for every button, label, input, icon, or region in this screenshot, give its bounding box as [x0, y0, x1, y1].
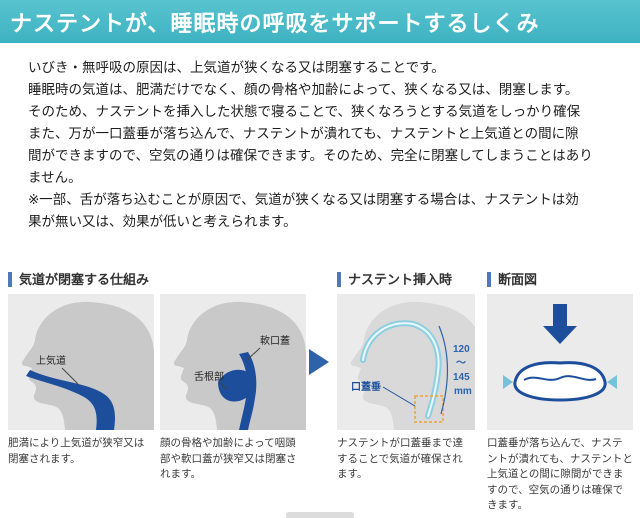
- length-bracket: [438, 325, 449, 415]
- air-gap-chevron-right-icon: [607, 375, 617, 389]
- soft-palate-label: 軟口蓋: [260, 334, 290, 347]
- nastent-tube-highlight: [362, 322, 440, 417]
- body-text-line: ※一部、舌が落ち込むことが原因で、気道が狭くなる又は閉塞する場合は、ナステントは…: [28, 192, 579, 207]
- air-gap-chevron-left-icon: [503, 375, 513, 389]
- stent-cross-section-shape: [513, 361, 607, 402]
- insertion-diagram-svg: 口蓋垂 120 〜 145 mm: [350, 301, 475, 430]
- obesity-diagram-svg: 上気道: [21, 301, 154, 430]
- soft-palate-leader-line: [246, 347, 261, 361]
- uvula-target-box: [414, 395, 444, 423]
- page-title: ナステントが、睡眠時の呼吸をサポートするしくみ: [10, 10, 540, 36]
- page-title-banner: ナステントが、睡眠時の呼吸をサポートするしくみ: [0, 0, 640, 43]
- tongue-base-label: 舌根部: [194, 370, 224, 383]
- length-value-top: 120: [453, 344, 470, 355]
- body-text-line: また、万が一口蓋垂が落ち込んで、ナステントが潰れても、ナステントと上気道との間に…: [28, 126, 579, 141]
- diagram-skeletal: 軟口蓋 舌根部: [160, 294, 306, 430]
- body-text-line: 睡眠時の気道は、肥満だけでなく、顔の骨格や加齢によって、狭くなる又は、閉塞します…: [28, 82, 579, 97]
- caption-cross-section: 口蓋垂が落ち込んで、ナステントが潰れても、ナステントと上気道との間に隙間ができま…: [487, 437, 633, 511]
- head-silhouette: [173, 301, 306, 430]
- section-title-insertion: ナステント挿入時: [337, 272, 452, 287]
- body-text-line: いびき・無呼吸の原因は、上気道が狭くなる又は閉塞することです。: [28, 60, 445, 75]
- body-text-line: ません。: [28, 170, 82, 185]
- down-arrow-icon: [543, 304, 577, 344]
- flow-right-arrow-icon: [309, 349, 329, 375]
- body-text-line: 間ができますので、空気の通りは確保できます。そのため、完全に閉塞してしまうことは…: [28, 148, 593, 163]
- caption-obesity: 肥満により上気道が狭窄又は閉塞されます。: [8, 437, 145, 465]
- body-text-block: いびき・無呼吸の原因は、上気道が狭くなる又は閉塞することです。 睡眠時の気道は、…: [28, 57, 624, 233]
- uvula-leader-line: [382, 386, 416, 407]
- length-unit: mm: [454, 386, 472, 397]
- diagram-obesity: 上気道: [8, 294, 154, 430]
- caption-skeletal: 顔の骨格や加齢によって咽頭部や軟口蓋が狭窄又は閉塞されます。: [160, 437, 297, 480]
- tongue-base-leader-line: [219, 382, 228, 390]
- head-silhouette: [350, 301, 475, 430]
- diagram-insertion: 口蓋垂 120 〜 145 mm: [337, 294, 475, 430]
- length-tilde: 〜: [456, 358, 466, 369]
- body-text-line: そのため、ナステントを挿入した状態で寝ることで、狭くなろうとする気道をしっかり確…: [28, 104, 581, 119]
- head-silhouette: [21, 301, 154, 430]
- cross-section-diagram-svg: [503, 304, 617, 402]
- diagram-cross-section: [487, 294, 633, 430]
- skeletal-diagram-svg: 軟口蓋 舌根部: [173, 301, 306, 430]
- uvula-label: 口蓋垂: [351, 380, 381, 393]
- upper-airway-label: 上気道: [36, 354, 66, 367]
- narrowed-airway-highlight: [26, 370, 115, 430]
- length-value-bottom: 145: [453, 372, 470, 383]
- upper-airway-leader-line: [61, 367, 79, 385]
- collapsed-fold-line: [523, 375, 597, 381]
- section-title-obstruction: 気道が閉塞する仕組み: [8, 272, 149, 287]
- section-title-cross-section: 断面図: [487, 272, 537, 287]
- caption-insertion: ナステントが口蓋垂まで達することで気道が確保されます。: [337, 437, 463, 480]
- body-text-line: 果が無い又は、効果が低いと考えられます。: [28, 214, 297, 229]
- tongue-base-highlight: [218, 369, 254, 402]
- bottom-page-element: [286, 512, 354, 518]
